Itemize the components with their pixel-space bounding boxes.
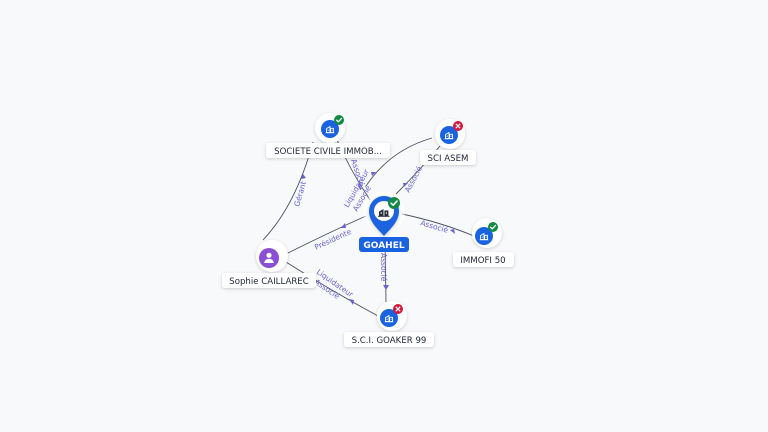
edge-label-presidente: Présidente bbox=[313, 227, 353, 252]
node-label-box bbox=[453, 252, 514, 267]
node-label: S.C.I. GOAKER 99 bbox=[352, 336, 427, 346]
node-sci-immob[interactable]: SOCIETE CIVILE IMMOB... bbox=[266, 113, 390, 158]
arrow-head bbox=[341, 223, 346, 228]
arrow-head bbox=[371, 172, 376, 176]
edge-sophie-goahel[interactable] bbox=[285, 215, 367, 255]
arrow-head bbox=[383, 285, 389, 290]
node-label: SCI ASEM bbox=[428, 154, 469, 164]
node-label: Sophie CAILLAREC bbox=[229, 277, 309, 287]
node-label-box bbox=[420, 150, 476, 165]
edge-label-associe: Associé bbox=[419, 218, 449, 235]
closed-status-icon bbox=[453, 121, 463, 131]
active-status-icon bbox=[334, 115, 344, 125]
node-sci-asem[interactable]: SCI ASEM bbox=[420, 119, 476, 165]
building-icon bbox=[378, 209, 390, 217]
node-label: GOAHEL bbox=[363, 241, 404, 251]
node-label-box bbox=[222, 273, 316, 288]
node-sci-goaker-99[interactable]: S.C.I. GOAKER 99 bbox=[344, 301, 434, 347]
person-icon bbox=[264, 252, 274, 263]
arrow-head bbox=[403, 183, 408, 187]
node-goahel[interactable]: GOAHEL bbox=[359, 191, 409, 252]
active-status-icon bbox=[488, 222, 498, 232]
node-label-box bbox=[359, 237, 409, 252]
arrow-head bbox=[450, 229, 455, 234]
arrow-head bbox=[358, 184, 362, 190]
arrow-head bbox=[349, 299, 354, 305]
edge-label-gerant: Gérant bbox=[292, 180, 308, 207]
edge-asem-goahel[interactable] bbox=[365, 137, 433, 187]
active-status-icon bbox=[388, 197, 400, 209]
node-label: IMMOFI 50 bbox=[460, 256, 505, 266]
edge-goahel-immofi[interactable] bbox=[401, 213, 475, 237]
node-label-box bbox=[344, 332, 434, 347]
arrow-head bbox=[301, 174, 306, 179]
closed-status-icon bbox=[393, 304, 403, 314]
node-label: SOCIETE CIVILE IMMOB... bbox=[274, 147, 382, 157]
person-node-circle bbox=[259, 248, 279, 268]
edge-label-associe: Associé bbox=[403, 164, 424, 194]
node-sophie-caillarec[interactable]: Sophie CAILLAREC bbox=[222, 240, 316, 288]
edge-sophie-goaker[interactable] bbox=[285, 261, 379, 317]
node-immofi-50[interactable]: IMMOFI 50 bbox=[453, 218, 514, 267]
node-label-box bbox=[266, 143, 390, 158]
edge-label-associe: Associé bbox=[379, 253, 388, 282]
